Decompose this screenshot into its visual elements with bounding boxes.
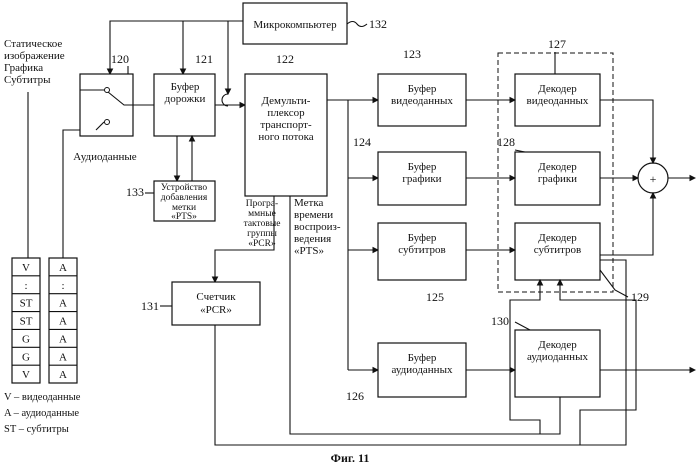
stream-cell: : [24, 280, 27, 292]
svg-text:«PCR»: «PCR» [248, 239, 276, 249]
svg-text:Декодер: Декодер [538, 339, 577, 351]
svg-text:126: 126 [346, 389, 364, 403]
svg-text:131: 131 [141, 299, 159, 313]
svg-text:Буфер: Буфер [408, 352, 437, 364]
demux-block: 122 Демульти- плексор транспорт- ного по… [245, 52, 327, 196]
graphics-decoder-number: 128 [497, 135, 515, 149]
stream-cell: A [59, 333, 67, 345]
svg-text:132: 132 [369, 17, 387, 31]
pts-label: Метка времени воспроиз- ведения «PTS» [294, 197, 341, 257]
stream-cell: A [59, 262, 67, 274]
stream-cell: A [59, 298, 67, 310]
svg-text:V – видеоданные: V – видеоданные [4, 392, 81, 403]
svg-text:аудиоданных: аудиоданных [392, 364, 453, 376]
audio-decoder-block: Декодераудиоданных [515, 330, 600, 397]
svg-text:субтитров: субтитров [534, 244, 582, 256]
input-label: Статическое изображение Графика Субтитры [4, 38, 65, 86]
svg-text:121: 121 [195, 52, 213, 66]
svg-text:плексор: плексор [267, 107, 305, 119]
svg-text:Програ-: Програ- [246, 199, 278, 209]
subtitle-buffer-block: Буферсубтитров 125 [378, 223, 466, 304]
pcr-label: Програ- ммные тактовые группы «PCR» [244, 199, 281, 249]
svg-text:аудиоданных: аудиоданных [527, 351, 588, 363]
svg-text:Устройство: Устройство [161, 182, 207, 193]
audio-label: Аудиоданные [73, 151, 137, 163]
svg-text:124: 124 [353, 135, 371, 149]
svg-text:воспроиз-: воспроиз- [294, 221, 341, 233]
svg-text:Статическое: Статическое [4, 38, 62, 50]
audio-buffer-block: Буфераудиоданных 126 [346, 343, 466, 403]
stream-cell: A [59, 369, 67, 381]
svg-text:Декодер: Декодер [538, 83, 577, 95]
svg-text:«PTS»: «PTS» [171, 212, 197, 222]
svg-text:добавления: добавления [161, 192, 208, 203]
svg-text:120: 120 [111, 52, 129, 66]
svg-text:графики: графики [402, 173, 441, 185]
svg-text:ммные: ммные [248, 209, 276, 219]
legend: V – видеоданные A – аудиоданные ST – суб… [4, 392, 81, 435]
svg-text:субтитров: субтитров [398, 244, 446, 256]
graphics-decoder-block: Декодерграфики [515, 152, 600, 205]
svg-text:Буфер: Буфер [408, 161, 437, 173]
svg-text:Демульти-: Демульти- [262, 95, 311, 107]
stream-cell: A [59, 351, 67, 363]
svg-text:Буфер: Буфер [408, 83, 437, 95]
svg-text:видеоданных: видеоданных [527, 95, 589, 107]
stream-cell: V [22, 262, 30, 274]
adder: + [638, 163, 668, 193]
subtitle-decoder-block: Декодерсубтитров [515, 223, 600, 280]
stream-cell: ST [20, 316, 33, 328]
video-decoder-block: Декодервидеоданных [515, 74, 600, 126]
svg-text:«PTS»: «PTS» [294, 245, 324, 257]
svg-text:Декодер: Декодер [538, 161, 577, 173]
svg-text:Графика: Графика [4, 62, 43, 74]
svg-text:изображение: изображение [4, 50, 65, 62]
svg-text:Метка: Метка [294, 197, 324, 209]
subtitle-decoder-number: 129 [631, 290, 649, 304]
svg-text:Микрокомпьютер: Микрокомпьютер [253, 19, 337, 31]
svg-text:ного потока: ного потока [258, 131, 313, 143]
audio-decoder-number: 130 [491, 314, 509, 328]
svg-text:графики: графики [538, 173, 577, 185]
microcomputer-block: Микрокомпьютер 132 [243, 3, 387, 44]
stream-cell: : [61, 280, 64, 292]
svg-text:A – аудиоданные: A – аудиоданные [4, 408, 79, 419]
svg-text:группы: группы [247, 229, 277, 239]
svg-text:133: 133 [126, 185, 144, 199]
switch-block: 120 [80, 52, 154, 136]
svg-text:+: + [650, 172, 657, 186]
track-buffer-block: 121 Буфер дорожки [154, 52, 215, 136]
svg-text:122: 122 [276, 52, 294, 66]
svg-text:видеоданных: видеоданных [391, 95, 453, 107]
svg-text:ведения: ведения [294, 233, 331, 245]
stream-cell: ST [20, 298, 33, 310]
svg-text:Счетчик: Счетчик [196, 291, 236, 303]
decoder-group-number: 127 [548, 37, 566, 51]
svg-text:Буфер: Буфер [171, 81, 200, 93]
svg-text:тактовые: тактовые [244, 219, 281, 229]
svg-text:123: 123 [403, 47, 421, 61]
video-buffer-block: Буфервидеоданных 123 [378, 47, 466, 126]
figure-caption: Фиг. 11 [331, 451, 370, 465]
svg-text:транспорт-: транспорт- [260, 119, 312, 131]
stream-cell: G [22, 333, 30, 345]
svg-text:Субтитры: Субтитры [4, 74, 51, 86]
pts-adder-block: Устройство добавления метки «PTS» 133 [126, 181, 215, 222]
stream-cell: G [22, 351, 30, 363]
svg-text:ST – субтитры: ST – субтитры [4, 424, 69, 435]
stream-cell: A [59, 316, 67, 328]
stream-cell: V [22, 369, 30, 381]
svg-text:125: 125 [426, 290, 444, 304]
graphics-buffer-block: Буферграфики 124 [353, 135, 466, 205]
svg-text:дорожки: дорожки [165, 93, 206, 105]
svg-text:«PCR»: «PCR» [200, 304, 232, 316]
pcr-counter-block: Счетчик «PCR» 131 [141, 282, 260, 325]
svg-text:Буфер: Буфер [408, 232, 437, 244]
svg-text:Декодер: Декодер [538, 232, 577, 244]
svg-text:времени: времени [294, 209, 333, 221]
